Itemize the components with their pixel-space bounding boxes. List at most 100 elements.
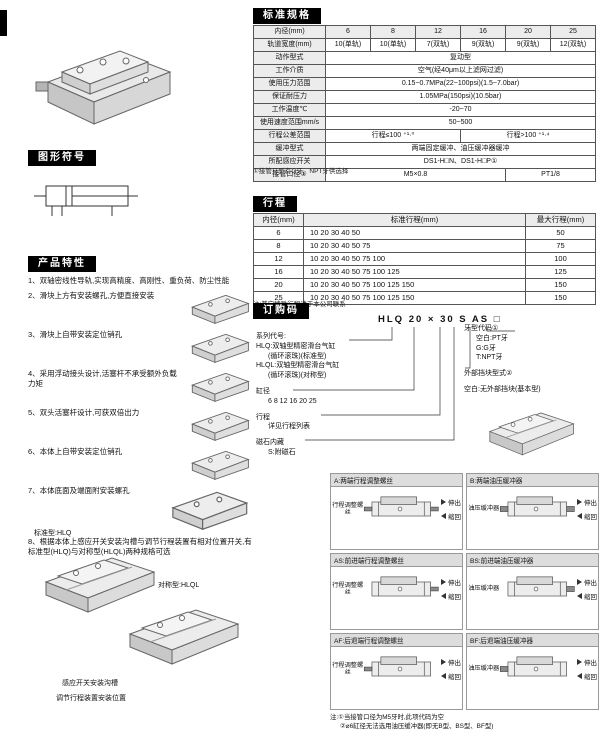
table-cell: 7(双轨) — [415, 38, 461, 52]
switch-groove-callout: 感应开关安装沟槽 — [62, 680, 118, 687]
table-cell: 12 — [253, 252, 304, 266]
table-cell: 动作型式 — [253, 51, 326, 65]
cylinder-diagram — [508, 576, 576, 597]
table-row: 工作温度℃-20~70 — [253, 103, 596, 117]
motion-labels: 伸出 缩回 — [441, 573, 461, 605]
table-header-row: 内径(mm) 标准行程(mm) 最大行程(mm) — [253, 213, 596, 227]
component-label: 油压缓冲器 — [468, 585, 500, 593]
table-cell: 工作介质 — [253, 64, 326, 78]
feature-sketch — [191, 411, 249, 441]
table-cell: 10 20 30 40 50 — [303, 226, 526, 240]
table-cell: 10 20 30 40 50 75 100 125 150 — [303, 291, 526, 305]
component-label: 油压缓冲器 — [468, 665, 500, 673]
table-cell: 10 20 30 40 50 75 — [303, 239, 526, 253]
extend-arrow-icon — [577, 659, 582, 665]
stopper-option-cell-af: AF:后退端行程调整螺丝 行程调整螺丝 伸出 缩回 — [330, 633, 463, 710]
magnet-value: S:附磁石 — [268, 448, 296, 456]
feature-sketch — [191, 450, 249, 480]
motion-labels: 伸出 缩回 — [577, 573, 597, 605]
stopper-option-cell-a: A:两端行程调整螺丝 行程调整螺丝 伸出 缩回 — [330, 473, 463, 550]
feature-sketch — [191, 333, 249, 363]
stopper-option-cell-b: B:两端油压缓冲器 油压缓冲器 伸出 缩回 — [466, 473, 599, 550]
table-cell: 16 — [460, 25, 506, 39]
cylinder-diagram — [364, 656, 432, 677]
table-cell: 25 — [550, 25, 596, 39]
extend-arrow-icon — [577, 579, 582, 585]
cylinder-diagram — [500, 656, 568, 677]
ordering-note: ②⌀6缸径无法选用油压缓冲器(即无B型、BS型、BF型) — [340, 722, 494, 730]
table-cell: M5×0.8 — [325, 168, 506, 182]
table-cell: 20 — [505, 25, 551, 39]
table-cell: 行程公差范围 — [253, 129, 326, 143]
table-cell: 6 — [253, 226, 304, 240]
table-header-cell: 内径(mm) — [253, 213, 304, 227]
table-row: 缓冲型式两端固定缓冲、油压缓冲器缓冲 — [253, 142, 596, 156]
retract-arrow-icon — [577, 673, 582, 679]
section-header-symbol: 图形符号 — [28, 150, 96, 166]
table-cell: 6 — [325, 25, 371, 39]
stopper-option-cell-as: AS:前进端行程调整螺丝 行程调整螺丝 伸出 缩回 — [330, 553, 463, 630]
stopper-option-diagram: 行程调整螺丝 伸出 缩回 — [331, 487, 462, 531]
table-cell: 两端固定缓冲、油压缓冲器缓冲 — [325, 142, 596, 156]
standard-type-label: 标准型:HLQ — [34, 530, 72, 537]
stopper-option-title: A:两端行程调整螺丝 — [331, 474, 462, 487]
cylinder-diagram — [500, 496, 576, 517]
thread-label: 牙型代码① — [464, 325, 499, 332]
table-cell: 150 — [525, 278, 596, 292]
series-line: HLQ:双轴型精密滑台气缸 — [256, 342, 336, 350]
table-cell: 行程≤100 ⁺¹·⁰ — [325, 129, 461, 143]
ordering-right-labels: 牙型代码① 空白:PT牙 G:G牙 T:NPT牙 外部挡块型式② 空白:无外部挡… — [464, 324, 597, 465]
extend-arrow-icon — [441, 579, 446, 585]
retract-label: 缩回 — [584, 594, 597, 601]
feature-text: 3、滑块上自带安装定位销孔 — [28, 330, 123, 339]
stroke-adjuster-callout: 调节行程装置安装位置 — [56, 695, 126, 702]
stopper-option-diagram: 油压缓冲器 伸出 缩回 — [467, 567, 598, 611]
table-header-cell: 最大行程(mm) — [525, 213, 596, 227]
series-line: (循环滚珠)(标准型) — [268, 352, 327, 360]
table-cell: 轨道宽度(mm) — [253, 38, 326, 52]
table-cell: 9(双轨) — [460, 38, 506, 52]
feature-item: 7、本体底面及端面附安装螺孔 — [28, 486, 254, 534]
stroke-label: 行程 — [256, 413, 270, 421]
symmetric-type-sketch — [129, 609, 239, 665]
component-label: 行程调整螺丝 — [332, 581, 364, 596]
table-row: 轨道宽度(mm)10(单轨)10(单轨)7(双轨)9(双轨)9(双轨)12(双轨… — [253, 38, 596, 52]
table-cell: 10(单轨) — [370, 38, 416, 52]
motion-labels: 伸出 缩回 — [577, 493, 597, 525]
feature-text: 2、滑块上方有安装螺孔,方便直接安装 — [28, 291, 155, 300]
page-edge-mark — [0, 10, 7, 36]
section-header-features: 产品特性 — [28, 256, 96, 272]
extend-arrow-icon — [441, 499, 446, 505]
motion-labels: 伸出 缩回 — [441, 653, 461, 685]
cylinder-diagram — [372, 576, 440, 597]
feature-item: 1、双轴密线性导轨,实现高精度、高刚性、重负荷、防尘性能 — [28, 276, 254, 288]
feature-text: 1、双轴密线性导轨,实现高精度、高刚性、重负荷、防尘性能 — [28, 276, 230, 285]
feature-text: 8、根据本体上感应开关安装沟槽与调节行程装置有相对位置开关,有标准型(HLQ)与… — [28, 537, 252, 556]
table-cell: 所配感应开关 — [253, 155, 326, 169]
component-label: 油压缓冲器 — [468, 505, 500, 513]
component-label: 行程调整螺丝 — [332, 501, 364, 516]
table-cell: 内径(mm) — [253, 25, 326, 39]
retract-label: 缩回 — [584, 674, 597, 681]
feature-item: 2、滑块上方有安装螺孔,方便直接安装 — [28, 291, 254, 327]
retract-arrow-icon — [577, 513, 582, 519]
table-cell: 100 — [525, 252, 596, 266]
table-cell: 10 20 30 40 50 75 100 — [303, 252, 526, 266]
ordering-left-labels: 系列代号: HLQ:双轴型精密滑台气缸 (循环滚珠)(标准型) HLQL:双轴型… — [256, 332, 376, 458]
stopper-option-title: B:两端油压缓冲器 — [467, 474, 598, 487]
magnet-label: 磁石内藏 — [256, 439, 284, 447]
bore-values: 6 8 12 16 20 25 — [268, 397, 317, 405]
feature-sketch — [191, 294, 249, 324]
table-cell: 16 — [253, 265, 304, 279]
stopper-option-diagram: 油压缓冲器 伸出 缩回 — [467, 487, 598, 531]
stopper-option-title: AF:后退端行程调整螺丝 — [331, 634, 462, 647]
series-line: HLQL:双轴型精密滑台气缸 — [256, 362, 340, 370]
